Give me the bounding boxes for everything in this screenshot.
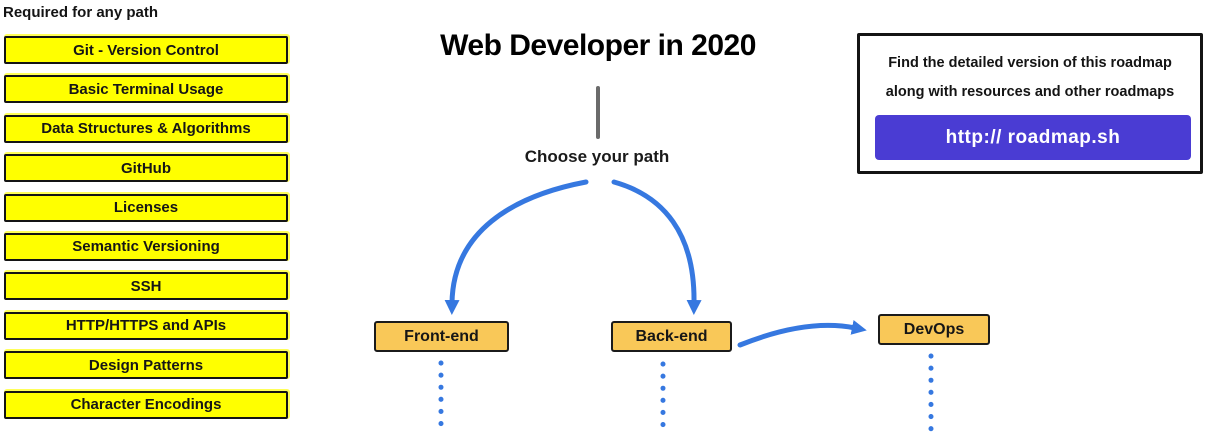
arrow-to-backend-icon (611, 179, 702, 315)
skill-box-ssh[interactable]: SSH (4, 272, 288, 301)
info-text-line2: along with resources and other roadmaps (885, 84, 1175, 100)
choose-path-label: Choose your path (524, 147, 670, 166)
path-node-frontend[interactable]: Front-end (374, 321, 509, 352)
skill-box-character-encodings[interactable]: Character Encodings (4, 390, 288, 419)
page-title: Web Developer in 2020 (440, 29, 756, 62)
skill-box-licenses[interactable]: Licenses (4, 193, 288, 222)
skill-box-http-https-apis[interactable]: HTTP/HTTPS and APIs (4, 311, 288, 340)
path-node-devops[interactable]: DevOps (878, 314, 990, 345)
arrow-to-frontend-icon (444, 179, 589, 315)
path-node-backend[interactable]: Back-end (611, 321, 732, 352)
roadmap-link-button[interactable]: http:// roadmap.sh (875, 115, 1191, 160)
info-box-text: Find the detailed version of this roadma… (860, 49, 1200, 107)
skill-box-design-patterns[interactable]: Design Patterns (4, 351, 288, 380)
skill-box-data-structures-algorithms[interactable]: Data Structures & Algorithms (4, 114, 288, 143)
required-skill-list: Git - Version Control Basic Terminal Usa… (4, 36, 288, 430)
required-section-heading: Required for any path (3, 4, 159, 21)
skill-box-semantic-versioning[interactable]: Semantic Versioning (4, 232, 288, 261)
skill-box-basic-terminal-usage[interactable]: Basic Terminal Usage (4, 75, 288, 104)
info-text-line1: Find the detailed version of this roadma… (888, 55, 1172, 71)
arrow-backend-to-devops-icon (737, 320, 867, 348)
info-box: Find the detailed version of this roadma… (857, 33, 1203, 174)
skill-box-github[interactable]: GitHub (4, 154, 288, 183)
skill-box-git-version-control[interactable]: Git - Version Control (4, 36, 288, 64)
